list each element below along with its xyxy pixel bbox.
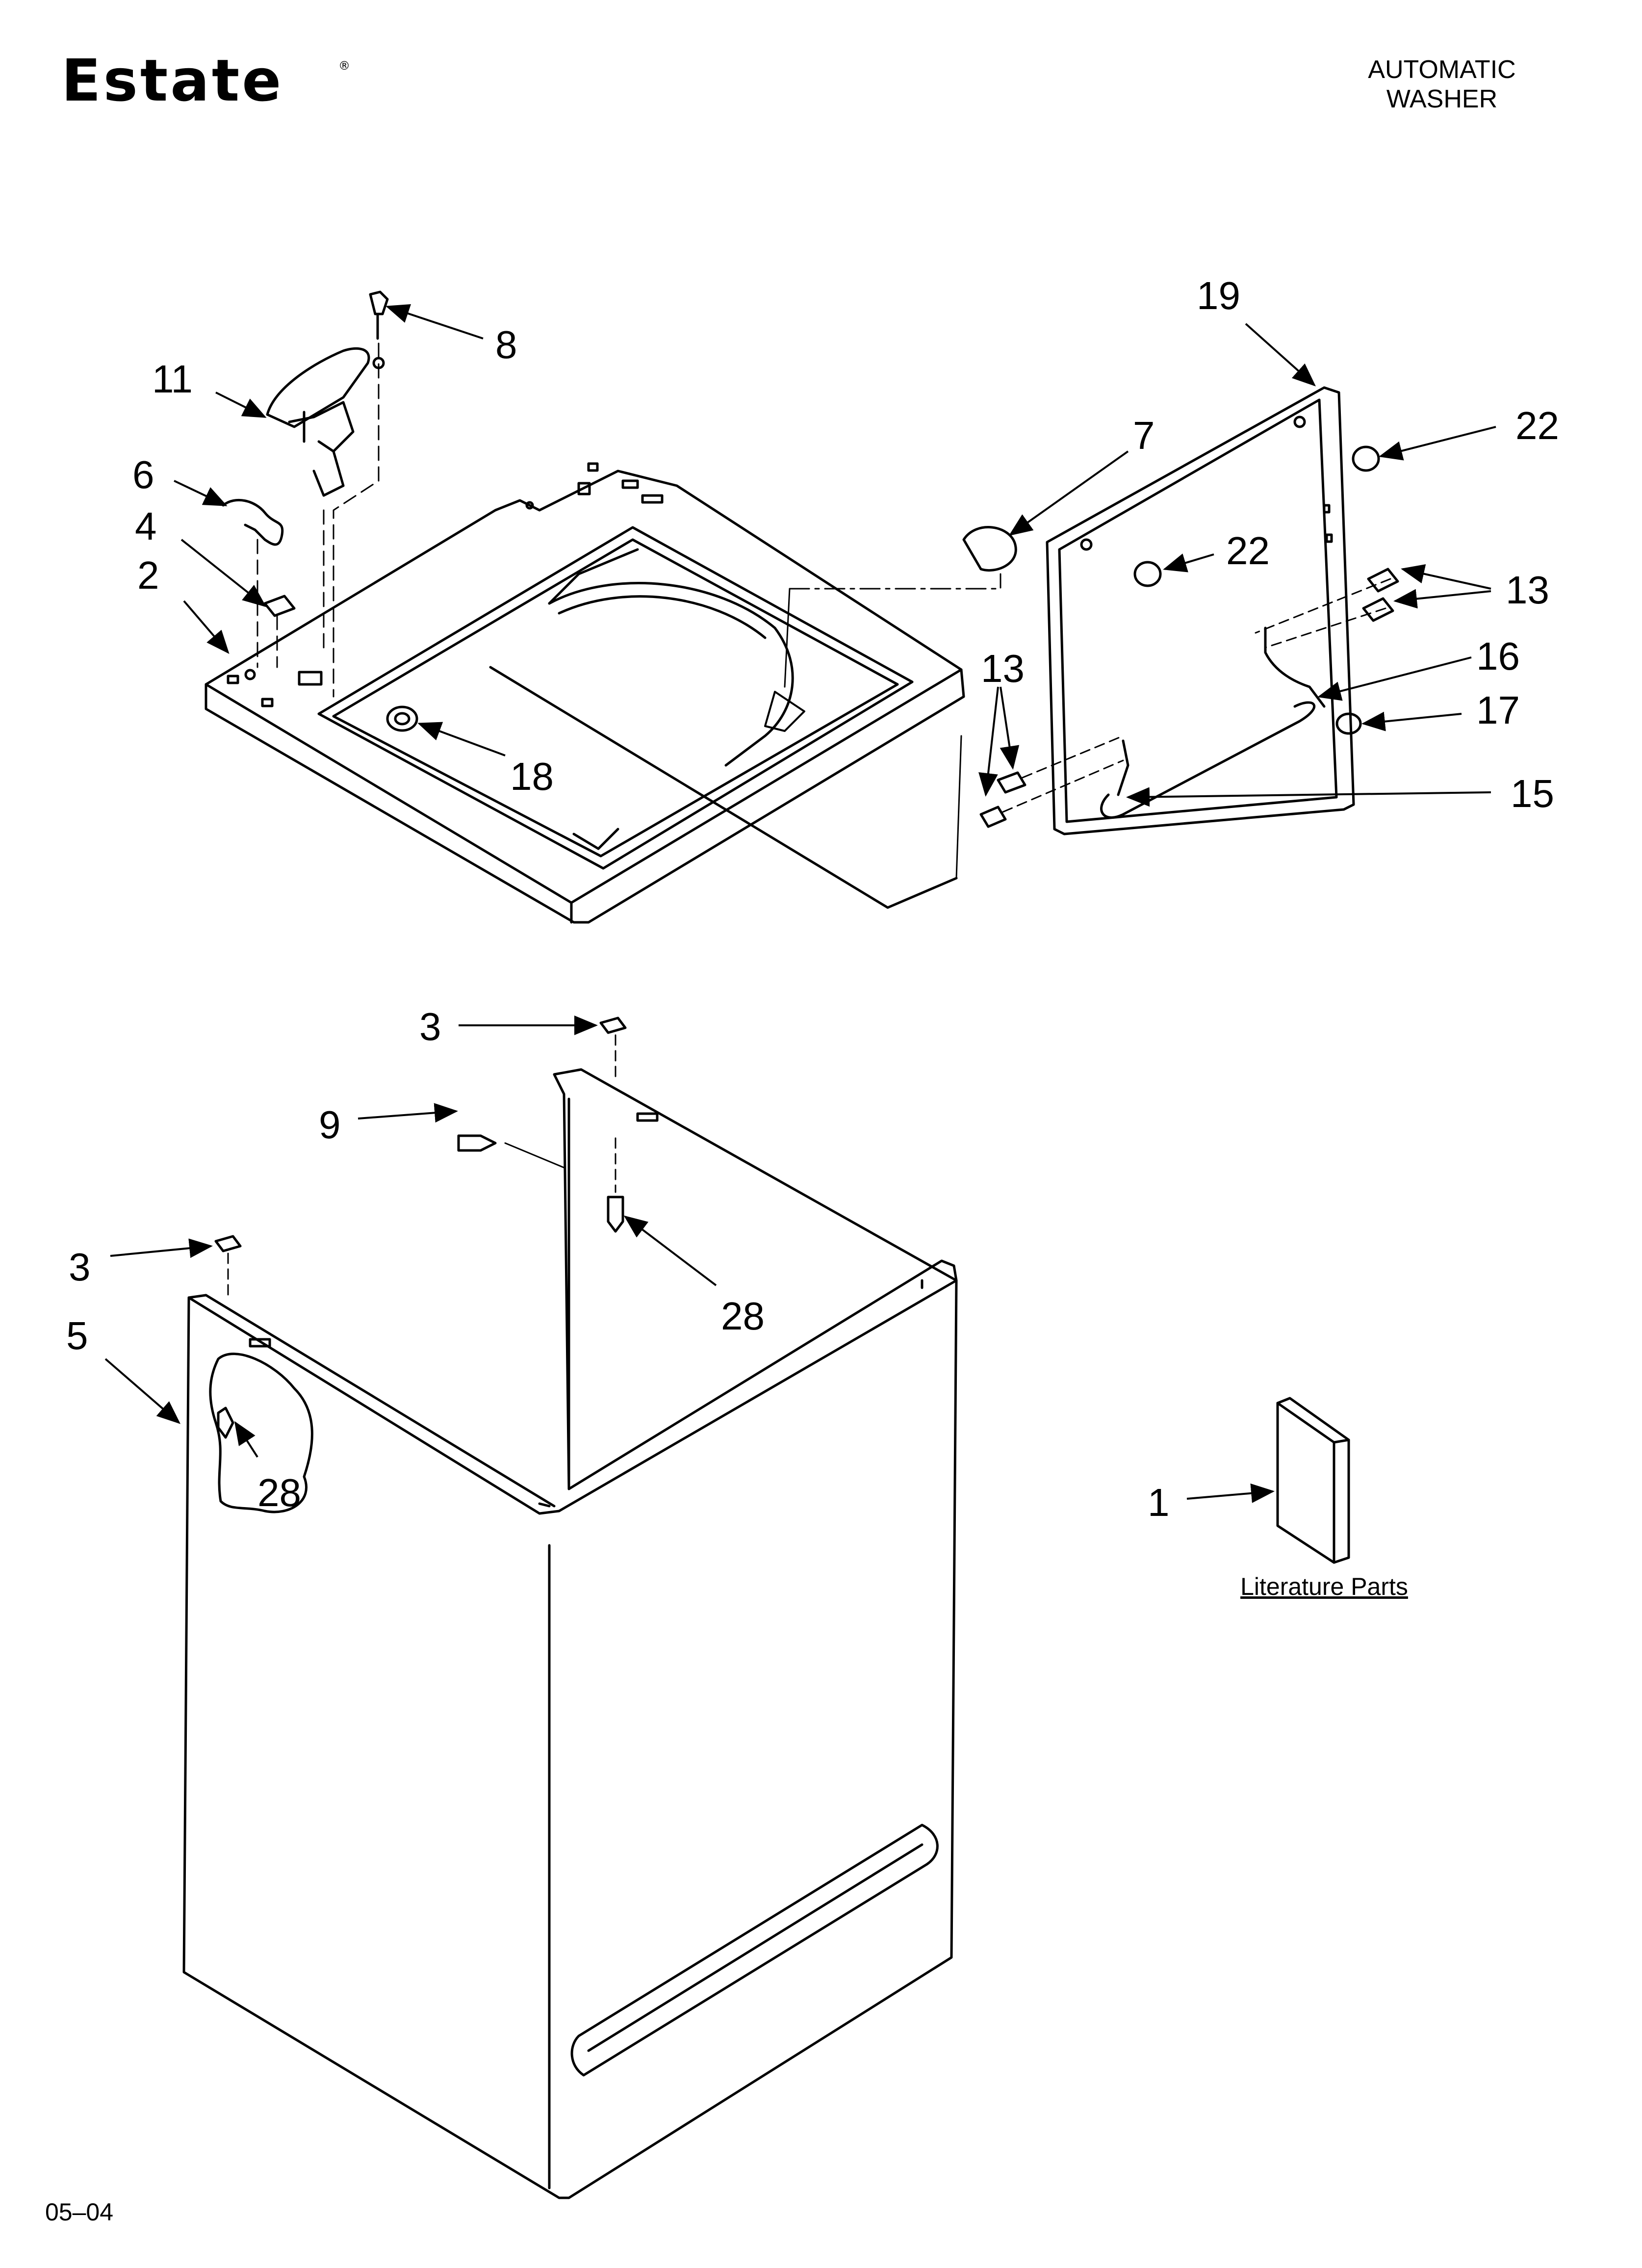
hinge-wire	[1100, 626, 1326, 819]
callout-5: 5	[66, 1314, 88, 1357]
page-title: AUTOMATIC WASHER	[1295, 55, 1589, 114]
cabinet	[182, 1068, 958, 2199]
screw-13-c	[997, 771, 1026, 794]
bumper-22-mid	[1133, 561, 1162, 587]
callout-3-left: 3	[69, 1245, 91, 1289]
footer-code: 05–04	[45, 2198, 114, 2226]
title-line-1: AUTOMATIC	[1368, 55, 1516, 84]
callout-19: 19	[1197, 274, 1240, 317]
screw-17	[1335, 712, 1362, 735]
callout-16: 16	[1476, 634, 1520, 678]
screw-28-b	[217, 1407, 234, 1439]
clip-3-top	[599, 1017, 627, 1034]
top-panel	[205, 462, 965, 924]
screw-13-b	[1362, 597, 1394, 622]
callout-15: 15	[1511, 772, 1554, 815]
callout-1: 1	[1148, 1481, 1170, 1524]
callout-7: 7	[1133, 414, 1155, 457]
screw-13-a	[1367, 568, 1399, 593]
clip-3-left	[214, 1235, 242, 1252]
callout-22-top: 22	[1515, 404, 1559, 447]
registered-mark: ®	[338, 59, 350, 73]
literature-book	[1276, 1397, 1350, 1564]
cutaway-view	[209, 1353, 313, 1513]
plate-4	[263, 595, 296, 617]
screw-28-a	[607, 1196, 624, 1233]
callout-8: 8	[495, 323, 517, 366]
callout-18: 18	[510, 755, 554, 798]
brand-logo: Estate	[61, 47, 284, 114]
callout-22-mid: 22	[1226, 529, 1270, 573]
title-line-2: WASHER	[1386, 85, 1498, 113]
callout-6: 6	[132, 453, 154, 496]
callout-28-cutaway: 28	[257, 1471, 301, 1514]
lid-frame	[1046, 386, 1355, 835]
callout-28-top: 28	[721, 1294, 765, 1338]
clip-6	[222, 498, 284, 546]
lid-switch	[266, 347, 370, 497]
callout-2: 2	[137, 553, 159, 597]
bumper-22-top	[1352, 445, 1380, 472]
plug-18	[386, 705, 418, 732]
leader-arrows	[104, 304, 1496, 1503]
callout-3-top: 3	[419, 1005, 441, 1048]
screw-9	[457, 1134, 497, 1152]
callout-13-left: 13	[981, 647, 1025, 690]
callout-17: 17	[1476, 688, 1520, 732]
callout-4: 4	[135, 504, 157, 548]
lid-bumper-7	[962, 526, 1017, 572]
literature-parts-label: Literature Parts	[1240, 1573, 1408, 1600]
callout-13-right: 13	[1506, 568, 1549, 612]
screw-13-d	[979, 806, 1007, 828]
callout-11: 11	[152, 357, 193, 401]
callout-9: 9	[319, 1103, 341, 1147]
